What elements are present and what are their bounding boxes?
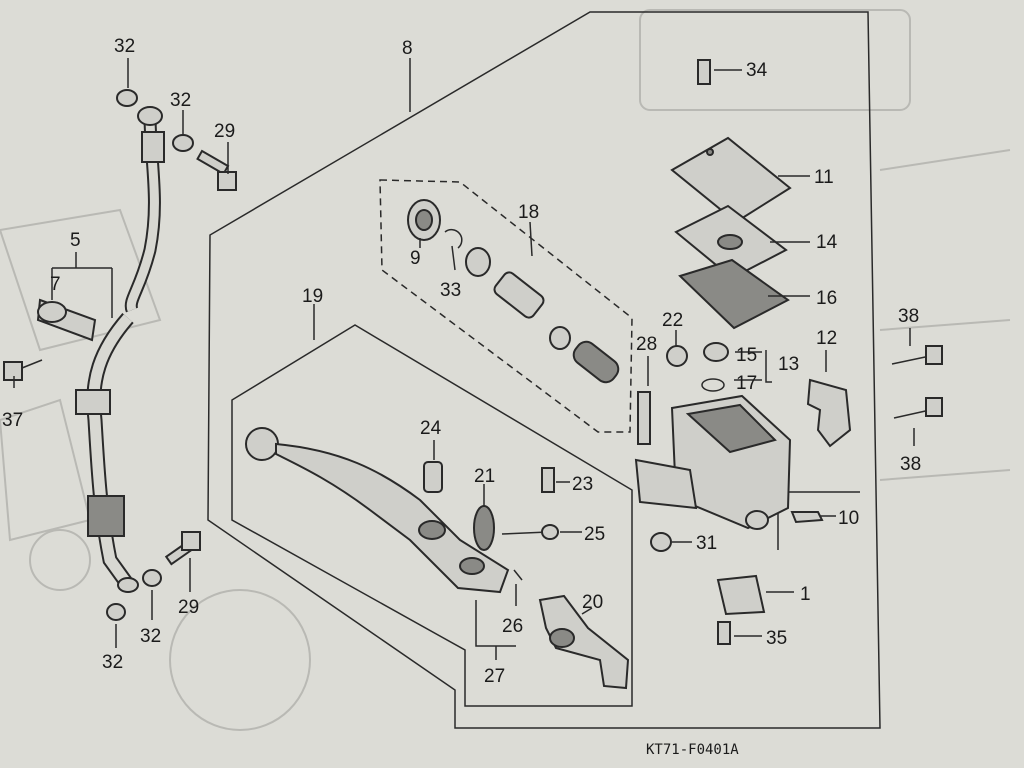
callout-14: 14	[816, 232, 838, 253]
callout-28: 28	[636, 334, 657, 355]
washer-32-bottom-right	[142, 569, 162, 587]
brake-switch-1	[716, 574, 766, 616]
callout-10: 10	[838, 508, 859, 529]
diaphragm-16	[678, 258, 790, 330]
callout-35: 35	[766, 628, 787, 649]
piston-parts-18	[407, 199, 620, 384]
callout-18: 18	[518, 202, 539, 223]
callout-15: 15	[736, 345, 757, 366]
screw-35	[717, 621, 731, 645]
callout-1: 1	[800, 584, 811, 605]
callout-13: 13	[778, 354, 799, 375]
bolt-29-bottom	[164, 531, 201, 566]
callout-32-b: 32	[170, 90, 191, 111]
pin-28	[637, 391, 651, 445]
bolt-38-lower	[893, 397, 943, 419]
washer-32-top-right	[172, 134, 194, 152]
callout-11: 11	[814, 167, 834, 188]
callout-21: 21	[474, 466, 495, 487]
callout-16: 16	[816, 288, 837, 309]
callout-24: 24	[420, 418, 442, 439]
callout-20: 20	[582, 592, 603, 613]
bolt-38-upper	[891, 345, 943, 365]
callout-22: 22	[662, 310, 683, 331]
group-18-outline	[379, 179, 633, 433]
assembly-8-outline	[207, 11, 881, 729]
ring-17	[701, 378, 725, 392]
group-19-outline	[231, 324, 633, 707]
master-cylinder-body	[634, 394, 792, 530]
plug-22	[666, 345, 688, 367]
cap-31	[650, 532, 672, 552]
leader-lines	[13, 58, 915, 660]
callout-31: 31	[696, 533, 717, 554]
callout-32-d: 32	[102, 652, 123, 673]
hose-clamp-7	[36, 298, 97, 342]
callout-12: 12	[816, 328, 837, 349]
callout-29-top: 29	[214, 121, 235, 142]
callout-23: 23	[572, 474, 593, 495]
callout-9: 9	[410, 248, 421, 269]
bushing-24	[423, 461, 443, 493]
spring-26	[513, 569, 523, 581]
callout-8: 8	[402, 38, 413, 59]
callout-38-b: 38	[900, 454, 921, 475]
callout-29-bottom: 29	[178, 597, 199, 618]
callout-27: 27	[484, 666, 505, 687]
callout-labels: 1 5 7 8 9 10 11 12 13 14 15 16 17 18 19 …	[2, 36, 921, 687]
callout-34: 34	[746, 60, 768, 81]
screw-34	[697, 59, 711, 85]
callout-38-a: 38	[898, 306, 919, 327]
callout-19: 19	[302, 286, 323, 307]
screw-23	[541, 467, 555, 493]
callout-7: 7	[50, 274, 61, 295]
figure-code: KT71-F0401A	[646, 742, 739, 758]
brake-hose	[75, 106, 165, 593]
washer-32-bottom-left	[106, 603, 126, 621]
callout-25: 25	[584, 524, 605, 545]
cap-10	[790, 511, 824, 524]
bolt-29-top	[196, 149, 237, 191]
callout-17: 17	[736, 373, 757, 394]
callout-37: 37	[2, 410, 23, 431]
bolt-37	[3, 359, 43, 381]
background-ghost-art	[0, 9, 1011, 731]
sight-glass-15	[703, 342, 729, 362]
bolt-25	[501, 531, 549, 535]
callout-33: 33	[440, 280, 461, 301]
callout-5: 5	[70, 230, 81, 251]
callout-26: 26	[502, 616, 523, 637]
gear-21	[473, 505, 495, 551]
holder-12	[806, 378, 852, 448]
callout-32-a: 32	[114, 36, 135, 57]
callout-32-c: 32	[140, 626, 161, 647]
brake-lever	[245, 427, 510, 594]
washer-32-top-left	[116, 89, 138, 107]
